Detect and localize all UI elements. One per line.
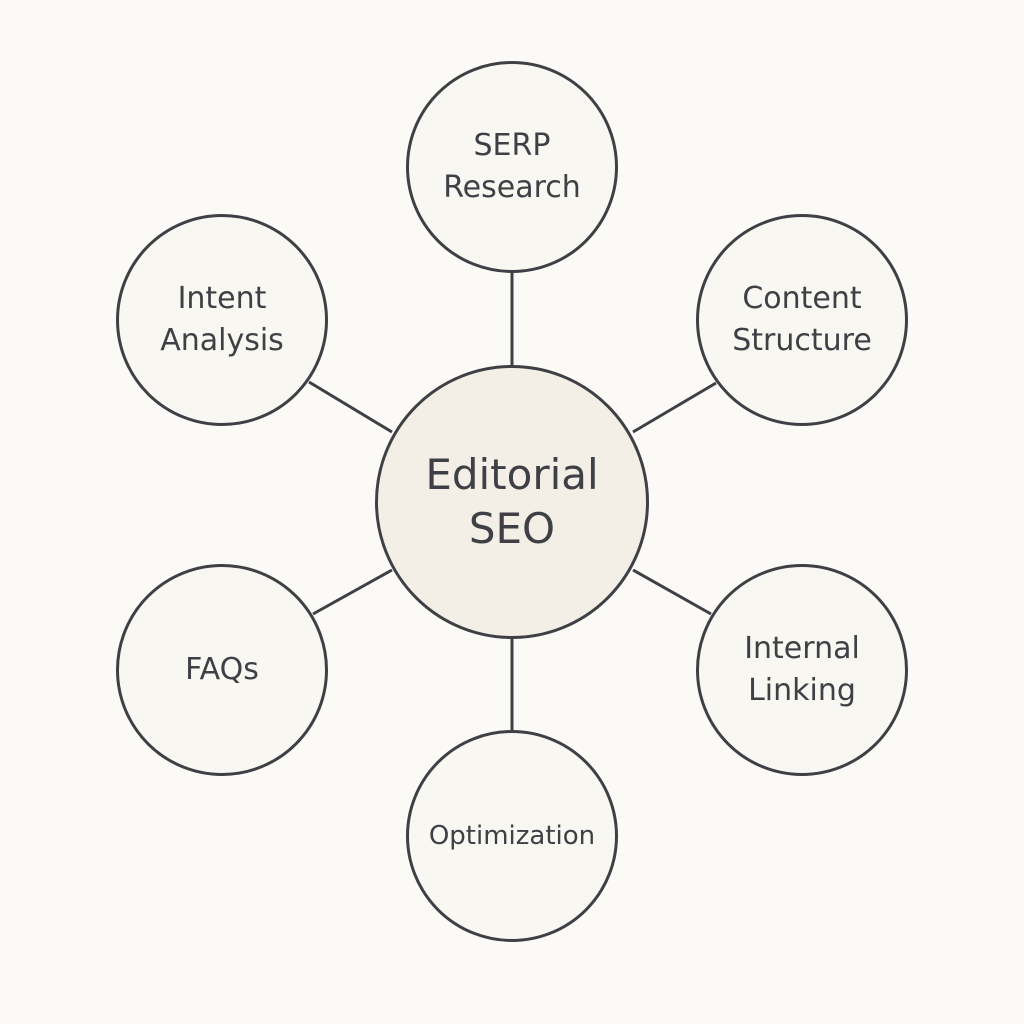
node-intent-analysis: Intent Analysis (116, 214, 328, 426)
node-label-internal-linking: Internal Linking (744, 631, 860, 708)
node-label-serp-research: SERP Research (443, 128, 581, 205)
connector-intent (308, 380, 393, 434)
node-optimization: Optimization (406, 730, 618, 942)
node-label-faqs: FAQs (185, 652, 259, 687)
node-label-intent-analysis: Intent Analysis (160, 281, 284, 358)
node-serp-research: SERP Research (406, 61, 618, 273)
node-internal-linking: Internal Linking (696, 564, 908, 776)
node-label-optimization: Optimization (428, 821, 596, 851)
node-content-structure: Content Structure (696, 214, 908, 426)
hub-node-editorial-seo: Editorial SEO (375, 365, 649, 639)
connector-faqs (312, 568, 393, 616)
node-faqs: FAQs (116, 564, 328, 776)
node-label-content-structure: Content Structure (732, 281, 872, 358)
hub-label: Editorial SEO (425, 450, 599, 553)
connector-content (632, 381, 717, 434)
connector-internal (632, 568, 712, 616)
